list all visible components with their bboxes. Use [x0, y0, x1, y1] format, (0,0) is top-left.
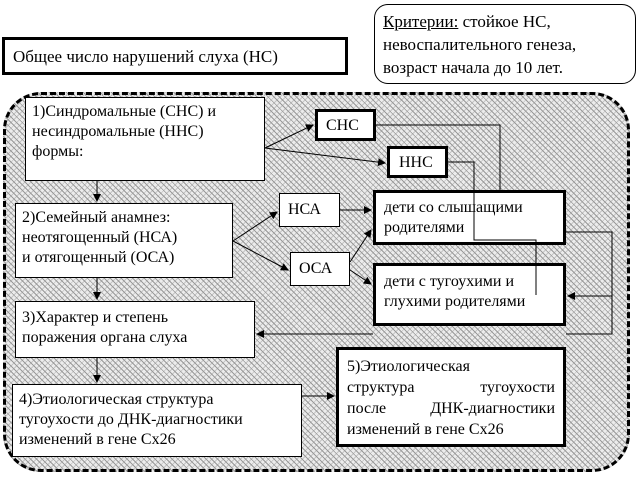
line-nns-to-deaf-parents	[448, 161, 537, 295]
step-2-family-history-box: 2)Семейный анамнез: неотягощенный (НСА) …	[15, 203, 233, 278]
step-5-line-4: изменений в гене Cx26	[347, 421, 504, 438]
arrow-family-to-osa	[232, 240, 289, 271]
tag-sns: СНС	[315, 109, 376, 141]
arrow-family-to-nsa	[232, 211, 278, 242]
step-3-character-box: 3)Характер и степень поражения органа сл…	[15, 301, 255, 358]
tag-osa: ОСА	[290, 252, 350, 286]
line-right-bus	[566, 231, 613, 296]
criteria-text: стойкое НС, невоспалительного генеза, во…	[383, 12, 577, 77]
line-nns-to-hearing-parents	[448, 161, 475, 218]
tag-nns: ННС	[387, 146, 448, 178]
criteria-label: Критерии:	[383, 12, 459, 31]
line-deaf-parents-to-step3	[566, 296, 613, 335]
line-sns-to-groups	[376, 124, 501, 190]
step-4-etiology-before-box: 4)Этиологическая структура тугоухости до…	[12, 384, 302, 457]
group-deaf-parents-box: дети с тугоухими и глухими родителями	[373, 263, 566, 326]
step-5-line-1: 5)Этиологическая	[347, 358, 470, 375]
arrow-forms-to-sns	[264, 124, 314, 149]
group-hearing-parents-box: дети со слышащими родителями	[373, 190, 566, 245]
criteria-callout: Критерии: стойкое НС, невоспалительного …	[374, 4, 636, 84]
tag-nsa: НСА	[279, 193, 340, 227]
arrow-osa-to-hearing-parents	[349, 229, 372, 263]
arrow-forms-to-nns	[264, 147, 386, 167]
total-hearing-impairment-box: Общее число нарушений слуха (НС)	[2, 37, 348, 75]
arrow-osa-to-deaf-parents	[349, 269, 372, 285]
step-5-line-2: структура тугоухости	[347, 379, 555, 396]
step-1-forms-box: 1)Синдромальные (СНС) и несиндромальные …	[25, 97, 265, 181]
step-5-etiology-after-box: 5)Этиологическая структура тугоухости по…	[336, 347, 566, 447]
step-5-line-3: после ДНК-диагностики	[347, 400, 555, 417]
